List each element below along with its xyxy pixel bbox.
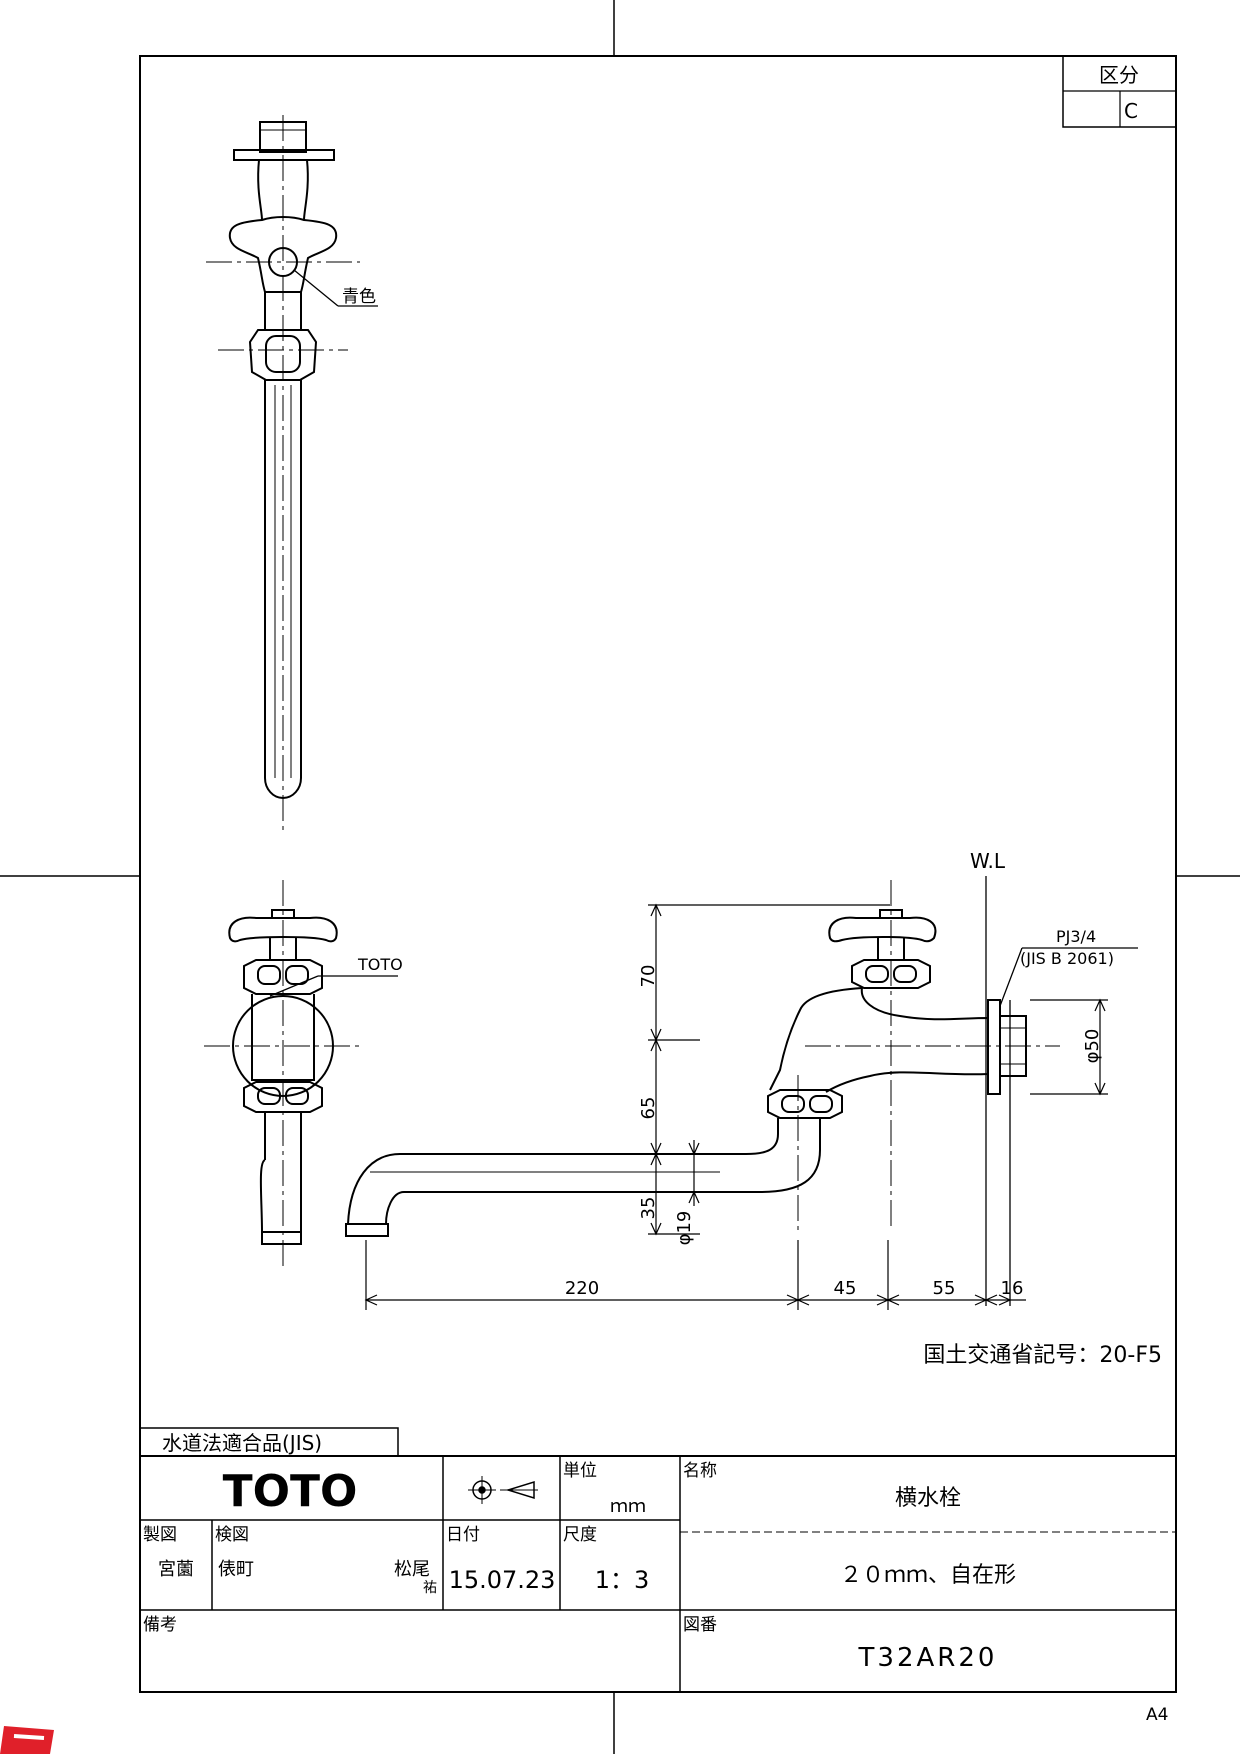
drawing-no-value: T32AR20 [858,1643,998,1673]
top-view [206,115,378,830]
scale-value: 1：3 [595,1566,650,1594]
dim-65: 65 [638,1097,659,1120]
dim-phi50: φ50 [1082,1029,1103,1064]
logo-mark-icon [0,1726,54,1754]
dim-16: 16 [1001,1278,1024,1299]
brand-logo: TOTO [223,1466,358,1517]
checked-label: 検図 [215,1525,249,1545]
label-blue-color: 青色 [342,287,376,307]
remarks-label: 備考 [143,1615,177,1635]
date-label: 日付 [446,1525,480,1545]
date-value: 15.07.23 [449,1566,556,1594]
ministry-code: 国土交通省記号：20-F5 [923,1343,1162,1368]
dim-35: 35 [638,1197,659,1220]
category-value: C [1124,99,1138,123]
scale-label: 尺度 [563,1525,597,1545]
water-level-line [985,876,1011,1306]
drawn-name: 宮薗 [158,1559,194,1580]
approved-name: 松尾 [394,1559,430,1580]
paper-size: A4 [1146,1705,1168,1725]
dim-220: 220 [565,1278,599,1299]
dimension-lines [364,903,1108,1310]
approved-name-2: 祐 [423,1580,437,1596]
spec-value: ２０ｍｍ、自在形 [840,1563,1016,1588]
front-view [204,880,398,1270]
label-thread-standard: (JIS B 2061) [1020,949,1114,968]
dim-70: 70 [638,965,659,988]
checked-name: 俵町 [218,1559,254,1580]
label-thread-spec: PJ3/4 [1056,927,1096,946]
projection-symbol [468,1476,538,1504]
drawn-label: 製図 [143,1525,177,1545]
title-block [139,1427,1176,1692]
compliance-label: 水道法適合品(JIS) [162,1431,322,1455]
category-label: 区分 [1099,63,1139,87]
drawing-no-label: 図番 [683,1615,717,1635]
label-water-level: W.L [970,849,1006,873]
name-label: 名称 [683,1461,717,1481]
name-value: 横水栓 [895,1486,961,1511]
label-toto-mark: TOTO [357,955,403,974]
dim-phi19: φ19 [674,1211,695,1246]
thread-leader [999,947,1138,1007]
dim-55: 55 [933,1278,956,1299]
dim-45: 45 [834,1278,857,1299]
unit-value: ｍｍ [610,1496,646,1517]
side-view [345,880,1060,1237]
unit-label: 単位 [563,1461,597,1481]
category-box: 区分 C [1062,55,1177,128]
